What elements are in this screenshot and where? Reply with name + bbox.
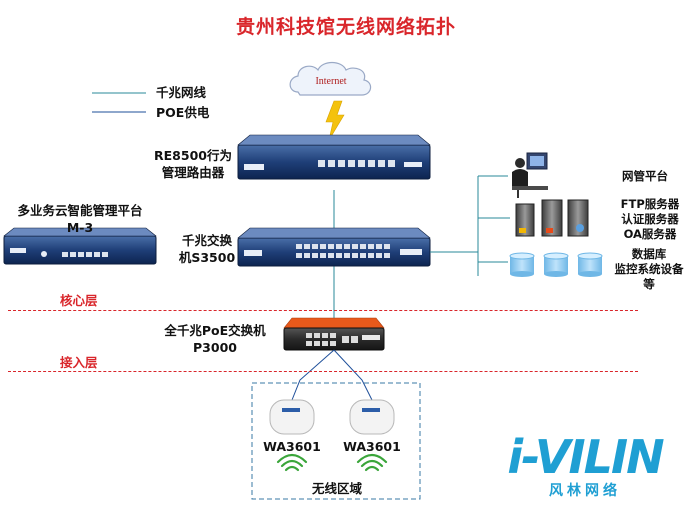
wireless-area-box — [251, 382, 421, 500]
core-layer-divider — [8, 310, 638, 311]
wifi-signal-right-icon — [356, 453, 388, 472]
poe-switch-p3000-device — [283, 317, 385, 351]
core-switch-label-line2: 机S3500 — [178, 250, 236, 265]
internet-cloud-icon — [289, 61, 372, 96]
server-group-label: FTP服务器 认证服务器 OA服务器 — [608, 197, 692, 242]
ap-right-label: WA3601 — [343, 439, 401, 454]
management-workstation-icon — [512, 152, 548, 198]
poe-switch-label: 全千兆PoE交换机 P3000 — [150, 322, 280, 356]
router-re8500-device — [237, 134, 431, 180]
server-group-icon — [515, 199, 589, 237]
internet-label: Internet — [315, 76, 347, 87]
oa-server-label: OA服务器 — [623, 227, 677, 241]
core-layer-label: 核心层 — [60, 293, 98, 308]
access-point-left-icon — [269, 399, 315, 435]
ap-left-label: WA3601 — [263, 439, 321, 454]
wifi-signal-left-icon — [276, 453, 308, 472]
ftp-server-label: FTP服务器 — [620, 197, 680, 211]
mgmt-platform-label: 网管平台 — [622, 169, 668, 183]
poe-switch-label-line1: 全千兆PoE交换机 — [164, 323, 266, 338]
core-switch-label-line1: 千兆交换 — [181, 233, 232, 248]
cloud-platform-m3-device — [3, 227, 157, 265]
cloud-platform-label: 多业务云智能管理平台 M-3 — [0, 202, 160, 236]
poe-switch-label-line2: P3000 — [193, 340, 237, 355]
router-label-line1: RE8500行为 — [154, 148, 232, 163]
storage-label: 数据库 监控系统设备 等 — [606, 247, 692, 292]
router-label-line2: 管理路由器 — [161, 165, 225, 180]
access-layer-divider — [8, 371, 638, 372]
router-label: RE8500行为 管理路由器 — [150, 147, 236, 181]
monitoring-label: 监控系统设备 — [614, 262, 684, 276]
cloud-platform-label-line2: M-3 — [66, 220, 94, 235]
etc-label: 等 — [643, 277, 655, 291]
core-switch-s3500-device — [237, 227, 431, 267]
legend-gigabit-label: 千兆网线 — [156, 85, 207, 100]
diagram-title: 贵州科技馆无线网络拓扑 — [235, 16, 456, 38]
database-label: 数据库 — [631, 247, 667, 261]
poe-line-right — [333, 349, 373, 401]
access-point-right-icon — [349, 399, 395, 435]
wireless-area-label: 无线区域 — [311, 481, 362, 496]
auth-server-label: 认证服务器 — [621, 212, 679, 226]
access-layer-label: 接入层 — [60, 355, 98, 370]
brand-logo-name: i-VILIN — [507, 430, 664, 484]
database-storage-icon — [509, 252, 603, 277]
brand-logo: i-VILIN 风林网络 — [500, 430, 670, 500]
brand-logo-subtitle: 风林网络 — [549, 483, 621, 499]
cloud-platform-label-line1: 多业务云智能管理平台 — [17, 203, 143, 218]
legend-poe-label: POE供电 — [156, 105, 210, 120]
core-switch-label: 千兆交换 机S3500 — [176, 232, 238, 266]
lightning-icon — [325, 100, 345, 141]
poe-line-left — [291, 349, 335, 401]
